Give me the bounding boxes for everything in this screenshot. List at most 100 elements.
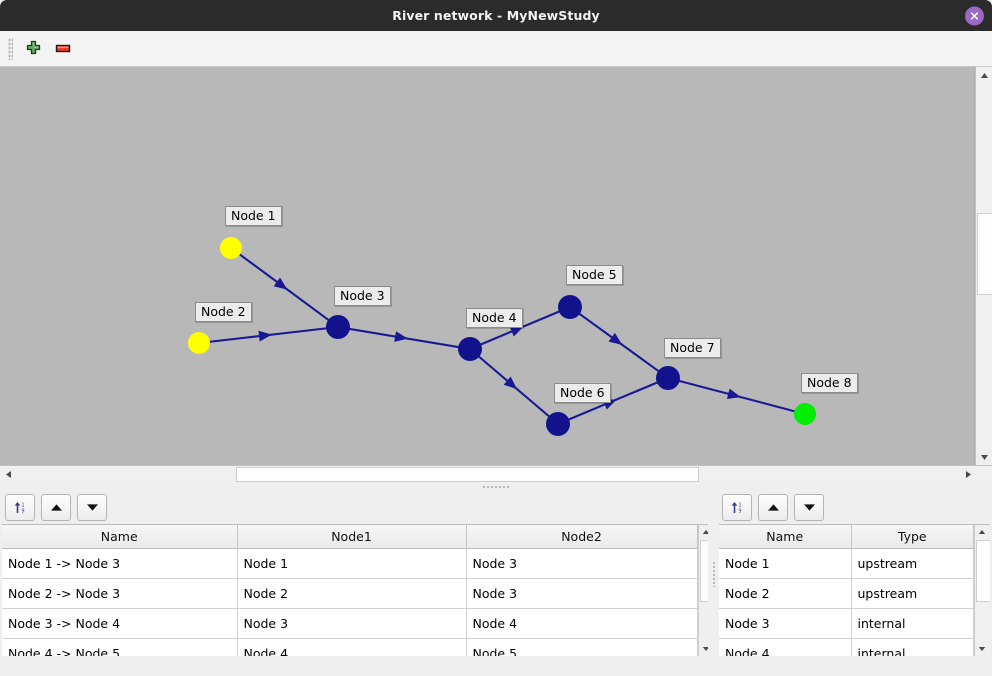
table-cell[interactable]: Node 1 -> Node 3 [2,548,238,579]
table-cell[interactable]: upstream [851,548,974,579]
branch-table-scrollbar[interactable] [697,525,708,656]
table-cell[interactable]: Node 3 -> Node 4 [2,608,238,639]
column-header[interactable]: Name [2,525,238,549]
table-cell[interactable]: upstream [851,578,974,609]
graph-node[interactable] [188,332,210,354]
table-cell[interactable]: Node 4 [237,638,467,656]
edge-arrow-icon [394,331,408,342]
node-label[interactable]: Node 8 [801,373,858,393]
node-label[interactable]: Node 1 [225,206,282,226]
network-canvas[interactable]: Node 1 Node 2 Node 3 Node 4 Node 5 Node 6 Node… [0,67,975,465]
table-cell[interactable]: Node 5 [466,638,698,656]
column-header[interactable]: Node2 [466,525,698,549]
edges-layer [208,253,796,421]
branch-sort-button[interactable]: 1 9 [5,494,35,521]
graph-node[interactable] [656,366,680,390]
canvas-hscroll-thumb[interactable] [236,467,699,482]
add-node-button[interactable] [18,34,48,64]
footer-area [0,656,992,676]
horizontal-splitter[interactable] [0,482,992,491]
svg-text:9: 9 [738,509,741,515]
graph-node[interactable] [458,337,482,361]
branch-move-down-button[interactable] [77,494,107,521]
graph-node[interactable] [558,295,582,319]
node-label[interactable]: Node 3 [334,286,391,306]
node-label[interactable]: Node 5 [566,265,623,285]
graph-node[interactable] [794,403,816,425]
triangle-up-icon [50,504,62,511]
column-header[interactable]: Node1 [237,525,467,549]
node-scroll-thumb[interactable] [976,540,990,602]
table-cell[interactable]: Node 1 [237,548,467,579]
scroll-left-icon[interactable] [0,466,16,482]
edge-arrow-icon [509,326,524,337]
node-scroll-down-icon[interactable] [975,642,989,656]
table-cell[interactable]: Node 2 [237,578,467,609]
scroll-down-icon[interactable] [976,449,992,465]
table-cell[interactable]: Node 2 -> Node 3 [2,578,238,609]
node-table-scrollbar[interactable] [974,525,990,656]
table-cell[interactable]: Node 3 [466,548,698,579]
scroll-up-icon[interactable] [976,67,992,83]
table-cell[interactable]: internal [851,608,974,639]
nodes-layer [188,237,816,436]
node-label[interactable]: Node 6 [554,383,611,403]
canvas-vscroll-thumb[interactable] [977,213,992,295]
node-scroll-up-icon[interactable] [975,525,989,539]
vertical-splitter[interactable] [710,491,717,656]
scroll-right-icon[interactable] [960,466,976,482]
title-bar: River network - MyNewStudy [0,0,992,31]
branch-move-up-button[interactable] [41,494,71,521]
column-header[interactable]: Type [851,525,974,549]
table-cell[interactable]: Node 4 [466,608,698,639]
sort-ascending-icon: 1 9 [731,502,741,515]
node-sort-button[interactable]: 1 9 [722,494,752,521]
node-label[interactable]: Node 7 [664,338,721,358]
branch-scroll-up-icon[interactable] [698,525,708,539]
table-cell[interactable]: Node 2 [719,578,852,609]
node-label[interactable]: Node 2 [195,302,252,322]
close-icon[interactable] [965,6,984,25]
edge-arrow-icon [258,330,272,342]
table-cell[interactable]: internal [851,638,974,656]
table-cell[interactable]: Node 3 [237,608,467,639]
canvas-vertical-scrollbar[interactable] [975,67,992,465]
table-cell[interactable]: Node 3 [466,578,698,609]
table-cell[interactable]: Node 1 [719,548,852,579]
delete-node-button[interactable] [48,34,78,64]
table-cell[interactable]: Node 4 [719,638,852,656]
canvas-horizontal-scrollbar[interactable] [0,465,992,482]
toolbar-grip[interactable] [8,37,13,60]
branch-scroll-thumb[interactable] [699,540,708,602]
branch-panel-toolbar: 1 9 [0,491,710,524]
table-cell[interactable]: Node 4 -> Node 5 [2,638,238,656]
graph-node[interactable] [546,412,570,436]
node-move-down-button[interactable] [794,494,824,521]
column-header[interactable]: Name [719,525,852,549]
graph-node[interactable] [326,315,350,339]
graph-node[interactable] [220,237,242,259]
triangle-up-icon [767,504,779,511]
table-cell[interactable]: Node 3 [719,608,852,639]
branch-scroll-down-icon[interactable] [698,642,708,656]
node-label[interactable]: Node 4 [466,308,523,328]
node-move-up-button[interactable] [758,494,788,521]
